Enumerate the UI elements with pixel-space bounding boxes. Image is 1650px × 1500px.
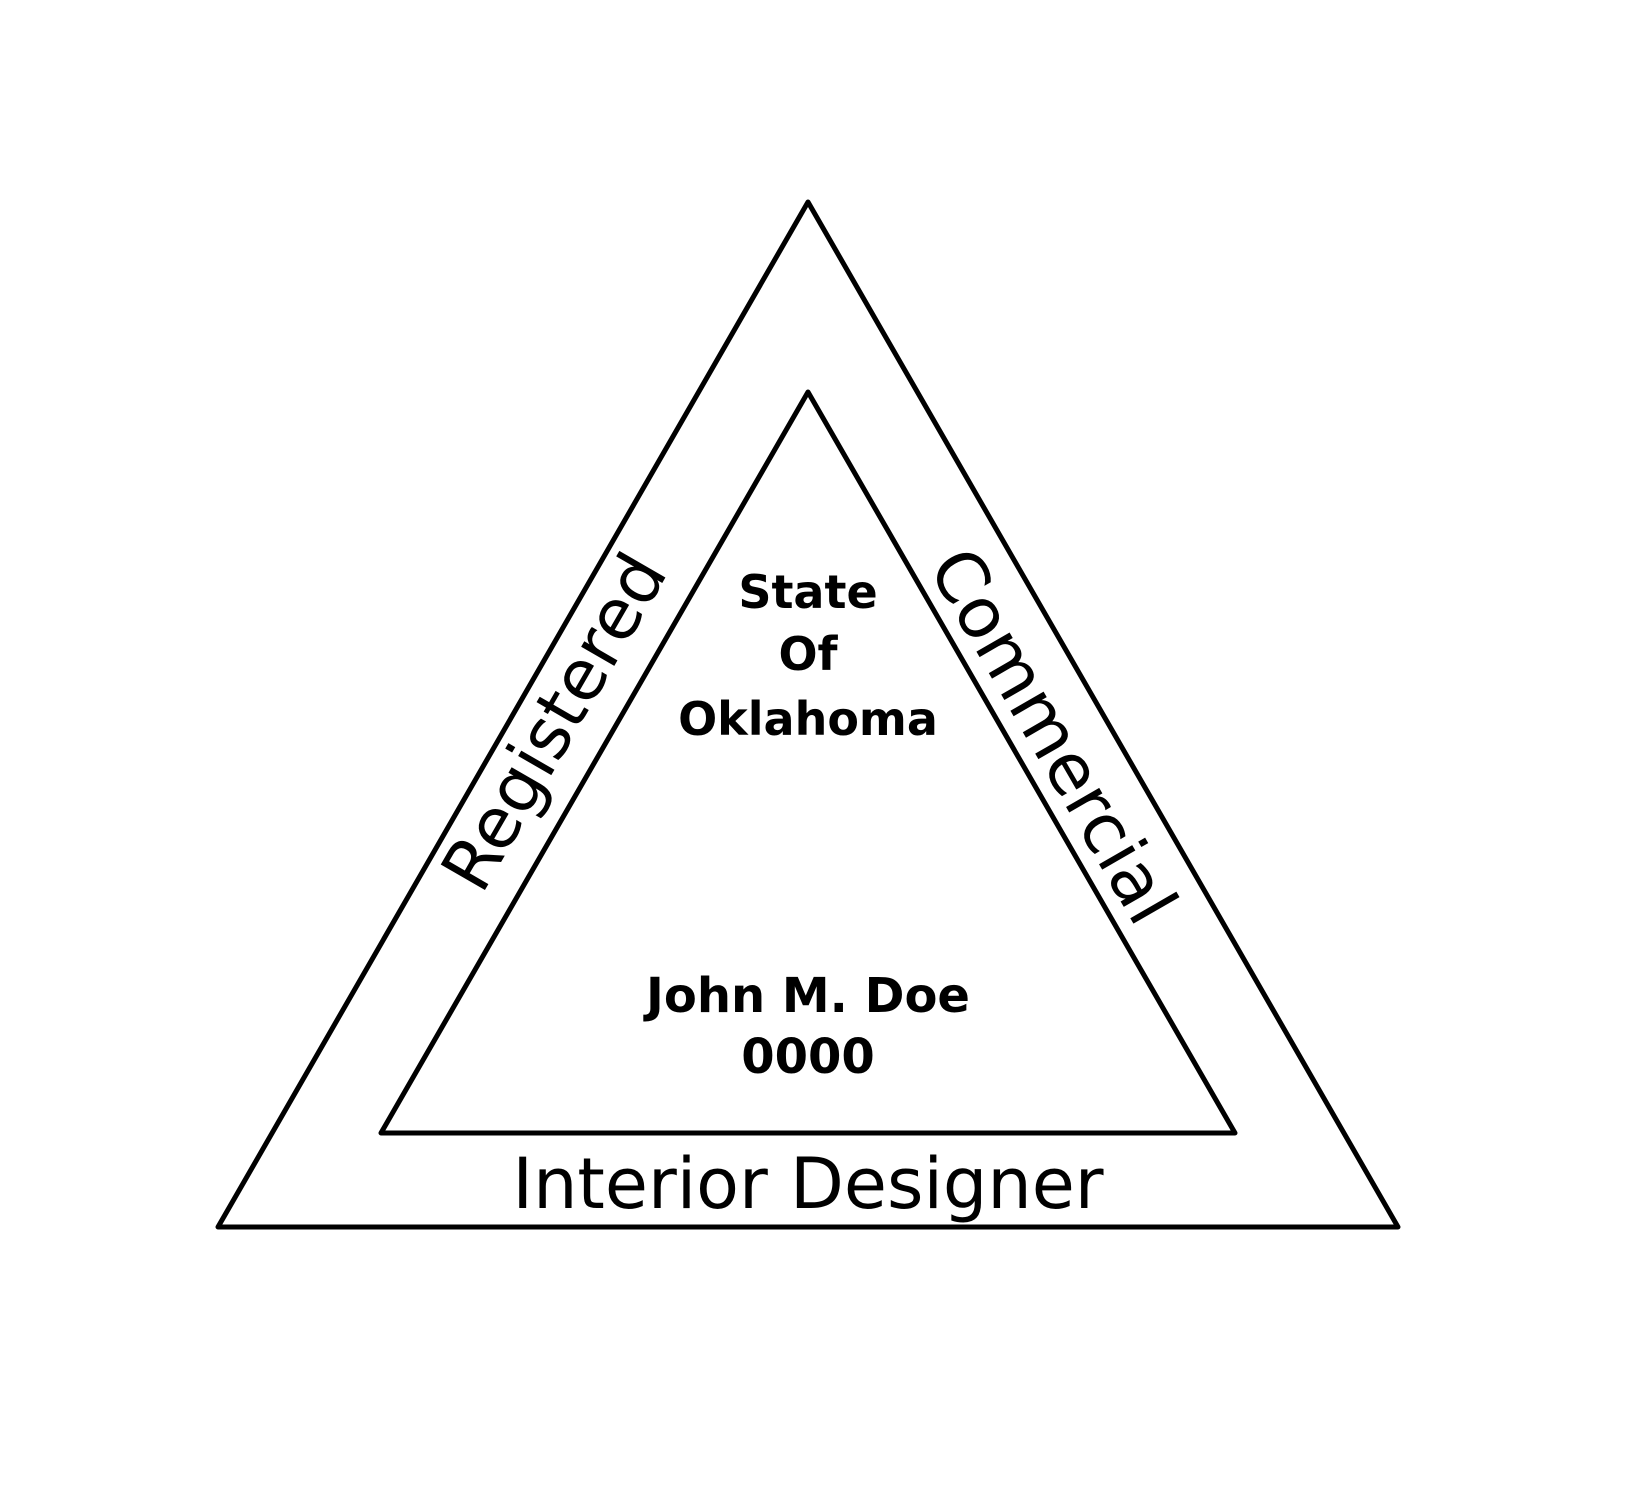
right-edge-label: Commercial: [913, 534, 1193, 938]
state-line-2: Of: [778, 627, 838, 681]
state-line-1: State: [738, 565, 877, 619]
license-number: 0000: [741, 1029, 875, 1085]
bottom-edge-label: Interior Designer: [512, 1143, 1103, 1225]
inner-triangle: [378, 389, 1238, 1136]
state-line-3: Oklahoma: [678, 692, 938, 746]
outer-triangle: [215, 199, 1401, 1230]
left-edge-label: Registered: [425, 539, 683, 904]
holder-name: John M. Doe: [643, 968, 970, 1024]
